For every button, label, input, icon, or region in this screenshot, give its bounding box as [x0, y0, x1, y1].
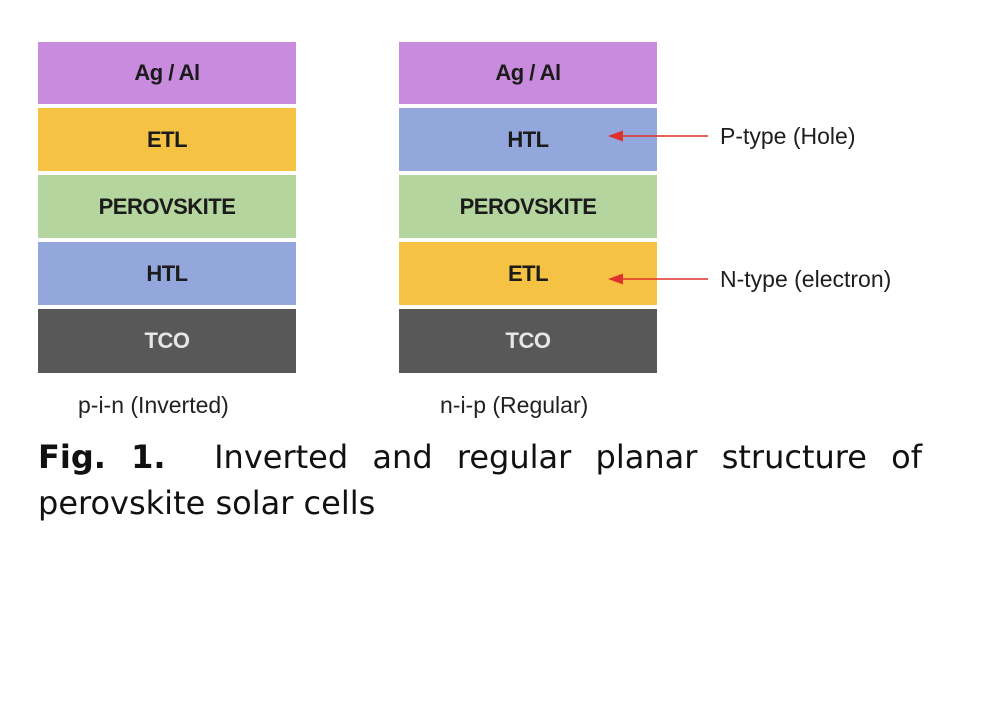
- left-layer-ag-al: Ag / Al: [38, 42, 296, 104]
- right-layer-htl: HTL: [399, 108, 657, 171]
- regular-stack: Ag / Al HTL PEROVSKITE ETL TCO: [399, 42, 657, 373]
- left-layer-perovskite: PEROVSKITE: [38, 175, 296, 238]
- n-type-arrow-icon: [608, 273, 708, 285]
- figure-label: Fig. 1.: [38, 438, 166, 476]
- inverted-caption: p-i-n (Inverted): [78, 392, 229, 418]
- figure-caption-text: Inverted and regular planar structure of…: [38, 438, 923, 522]
- left-layer-htl: HTL: [38, 242, 296, 305]
- n-type-label: N-type (electron): [720, 266, 892, 292]
- p-type-label: P-type (Hole): [720, 123, 856, 149]
- right-layer-etl: ETL: [399, 242, 657, 305]
- left-layer-tco: TCO: [38, 309, 296, 373]
- inverted-stack: Ag / Al ETL PEROVSKITE HTL TCO: [38, 42, 296, 373]
- regular-caption: n-i-p (Regular): [440, 392, 589, 418]
- right-layer-tco: TCO: [399, 309, 657, 373]
- right-layer-ag-al: Ag / Al: [399, 42, 657, 104]
- left-layer-etl: ETL: [38, 108, 296, 171]
- p-type-arrow-icon: [608, 130, 708, 142]
- right-layer-perovskite: PEROVSKITE: [399, 175, 657, 238]
- figure-caption: Fig. 1. Inverted and regular planar stru…: [38, 434, 922, 526]
